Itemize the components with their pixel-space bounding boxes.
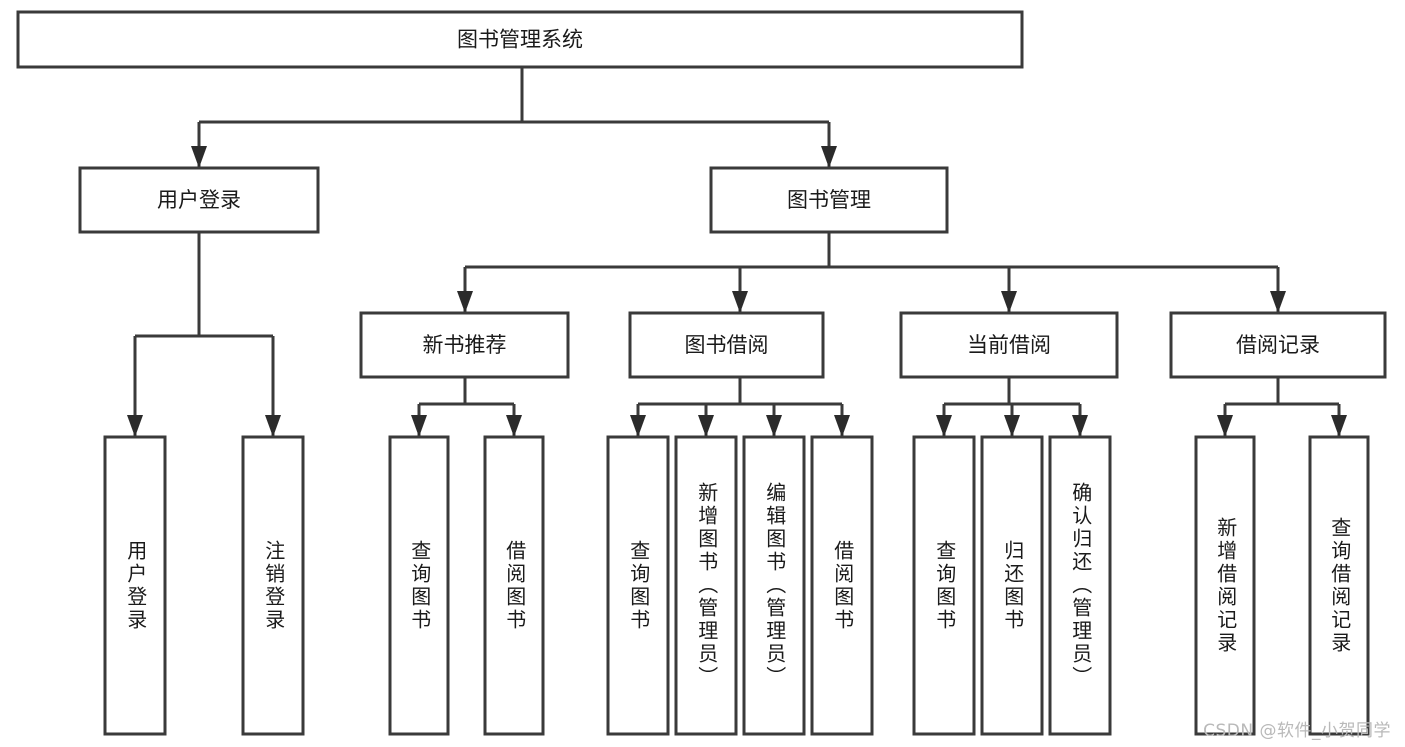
node-box-图书借阅-l3[interactable] [628,311,825,379]
node-label-图书管理-l2: 图书管理 [787,188,871,212]
node-label-当前借阅-l3: 当前借阅 [967,333,1051,357]
arrow-head-icon-leaf-2 [411,415,427,437]
arrow-head-icon-level3-0 [457,291,473,313]
node-box-leaf-10-确认归还管理员[interactable] [1048,435,1112,736]
arrow-head-icon-leaf-0 [127,415,143,437]
node-label-图书借阅-l3: 图书借阅 [685,333,769,357]
node-box-leaf-1-注销登录[interactable] [241,435,305,736]
node-box-leaf-8-查询图书[interactable] [912,435,976,736]
arrow-head-icon-level2-0 [191,146,207,168]
node-box-leaf-3-借阅图书[interactable] [483,435,545,736]
arrow-head-icon-leaf-9 [1004,415,1020,437]
arrow-head-icon-leaf-6 [766,415,782,437]
watermark-text: CSDN @软件_小贺同学 [1203,721,1391,741]
arrow-head-icon-level3-3 [1270,291,1286,313]
arrow-head-icon-leaf-5 [698,415,714,437]
node-box-leaf-2-查询图书[interactable] [388,435,450,736]
node-box-leaf-12-查询借阅记录[interactable] [1308,435,1370,736]
node-box-leaf-4-查询图书[interactable] [606,435,670,736]
node-box-layer [16,10,1387,736]
arrow-head-icon-leaf-11 [1217,415,1233,437]
arrow-head-icon-leaf-10 [1072,415,1088,437]
arrow-head-icon-leaf-4 [630,415,646,437]
arrow-head-icon-leaf-3 [506,415,522,437]
node-box-leaf-6-编辑图书管理员[interactable] [742,435,806,736]
node-label-新书推荐-l3: 新书推荐 [423,333,507,357]
arrow-head-icon-level3-2 [1001,291,1017,313]
connector-layer [127,67,1347,437]
arrow-head-icon-leaf-8 [936,415,952,437]
arrow-head-icon-level3-1 [732,291,748,313]
node-label-借阅记录-l3: 借阅记录 [1236,333,1320,357]
node-box-leaf-9-归还图书[interactable] [980,435,1044,736]
node-label-root: 图书管理系统 [457,28,583,52]
node-box-leaf-5-新增图书管理员[interactable] [674,435,738,736]
node-box-leaf-0-用户登录[interactable] [103,435,167,736]
arrow-head-icon-leaf-1 [265,415,281,437]
node-label-用户登录-l2: 用户登录 [157,188,241,212]
arrow-head-icon-leaf-7 [834,415,850,437]
arrow-head-icon-leaf-12 [1331,415,1347,437]
node-box-借阅记录-l3[interactable] [1169,311,1387,379]
node-box-当前借阅-l3[interactable] [899,311,1119,379]
node-box-图书管理-l2[interactable] [709,166,949,234]
node-box-leaf-7-借阅图书[interactable] [810,435,874,736]
arrow-head-icon-level2-1 [821,146,837,168]
node-box-root[interactable] [16,10,1024,69]
node-box-用户登录-l2[interactable] [78,166,320,234]
node-box-leaf-11-新增借阅记录[interactable] [1194,435,1256,736]
node-box-新书推荐-l3[interactable] [359,311,570,379]
